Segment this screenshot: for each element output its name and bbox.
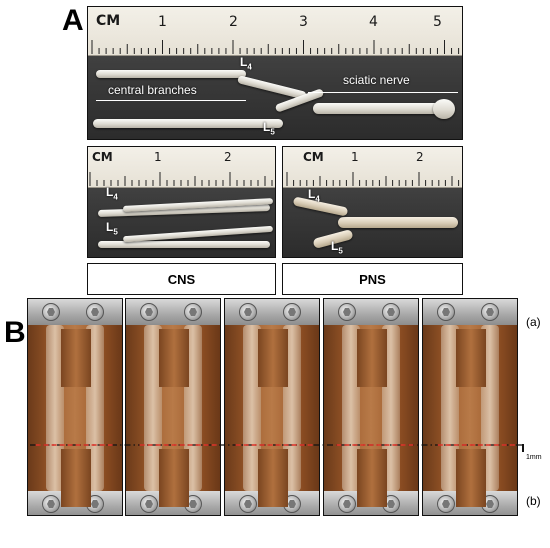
panel-a-letter: A [62, 4, 84, 37]
nerve-sample-left [342, 325, 360, 491]
screw-icon [382, 303, 400, 321]
pns-label-l5: L5 [331, 239, 343, 256]
lower-grip [61, 449, 91, 507]
pns-ruler-ticks: CM 1 2 [286, 150, 460, 186]
screw-icon [239, 303, 257, 321]
label-sciatic-nerve: sciatic nerve [343, 73, 410, 87]
caption-cns: CNS [87, 263, 276, 295]
nerve-strand-lower [93, 119, 283, 128]
scale-bar-label: 1mm [526, 454, 542, 461]
nerve-sample-left [243, 325, 261, 491]
pns-ruler: CM 1 2 [283, 147, 462, 188]
cns-label-l5: L5 [106, 220, 118, 237]
top-ruler-num-4: 4 [369, 14, 378, 30]
pns-photo: CM 1 2 L4 L5 [282, 146, 463, 258]
upper-grip [357, 329, 387, 387]
upper-grip [61, 329, 91, 387]
stretch-frame-1 [27, 298, 123, 516]
label-central-branches: central branches [108, 83, 197, 97]
pns-label-l4: L4 [308, 187, 320, 204]
cns-photo: CM 1 2 L4 L5 [87, 146, 276, 258]
caption-pns: PNS [282, 263, 463, 295]
pns-ruler-unit: CM [303, 150, 324, 164]
central-branches-underline [96, 100, 246, 101]
lower-grip [456, 449, 486, 507]
sciatic-nerve-underline [308, 92, 458, 93]
pns-ruler-num-2: 2 [416, 150, 424, 164]
stretch-frame-5 [422, 298, 518, 516]
nerve-strand-upper [96, 70, 246, 78]
pns-nerve-trunk [338, 217, 458, 228]
stretch-frame-2 [125, 298, 221, 516]
cns-ruler-num-1: 1 [154, 150, 162, 164]
reference-dashed-line [30, 444, 522, 446]
nerve-sample-left [144, 325, 162, 491]
screw-icon [437, 495, 455, 513]
lower-grip [258, 449, 288, 507]
screw-icon [140, 303, 158, 321]
top-ruler: CM 1 2 3 4 5 [88, 7, 462, 56]
top-ruler-num-3: 3 [299, 14, 308, 30]
upper-grip [258, 329, 288, 387]
scale-bar [522, 444, 524, 452]
nerve-sample-left [46, 325, 64, 491]
cns-ruler: CM 1 2 [88, 147, 275, 188]
cns-ruler-ticks: CM 1 2 [89, 150, 273, 186]
pns-ruler-num-1: 1 [351, 150, 359, 164]
upper-grip [456, 329, 486, 387]
cns-nerve-l5 [98, 241, 270, 248]
screw-icon [338, 303, 356, 321]
stretch-frame-3 [224, 298, 320, 516]
upper-grip [159, 329, 189, 387]
top-label-l5: L5 [263, 120, 275, 137]
screw-icon [239, 495, 257, 513]
label-a: (a) [526, 315, 541, 329]
cns-ruler-num-2: 2 [224, 150, 232, 164]
stretch-frame-4 [323, 298, 419, 516]
top-ruler-ticks: CM 1 2 3 4 5 [91, 13, 460, 54]
label-b: (b) [526, 494, 541, 508]
top-ruler-num-2: 2 [229, 14, 238, 30]
pns-nerve-l4 [292, 196, 349, 217]
top-ruler-num-5: 5 [433, 14, 442, 30]
screw-icon [283, 303, 301, 321]
screw-icon [140, 495, 158, 513]
top-label-l4: L4 [240, 55, 252, 72]
lower-grip [159, 449, 189, 507]
lower-grip [357, 449, 387, 507]
screw-icon [338, 495, 356, 513]
top-ruler-unit: CM [96, 13, 120, 29]
cns-ruler-unit: CM [92, 150, 113, 164]
screw-icon [86, 303, 104, 321]
screw-icon [481, 303, 499, 321]
panel-b-letter: B [4, 316, 26, 349]
screw-icon [42, 303, 60, 321]
top-nerve-photo: CM 1 2 3 4 5 L4 L5 central branches scia… [87, 6, 463, 140]
screw-icon [184, 303, 202, 321]
top-ruler-num-1: 1 [158, 14, 167, 30]
sciatic-nerve-trunk [313, 103, 453, 114]
screw-icon [42, 495, 60, 513]
cns-nerve-l5b [122, 225, 274, 243]
cns-label-l4: L4 [106, 185, 118, 202]
sciatic-nerve-end [433, 99, 455, 119]
nerve-sample-left [441, 325, 459, 491]
screw-icon [437, 303, 455, 321]
